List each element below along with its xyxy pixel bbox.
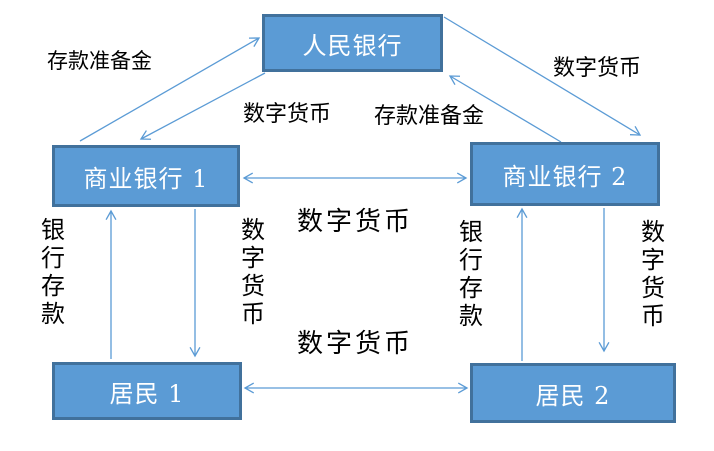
edge-label-digital-currency-mid: 数字货币 [297, 207, 414, 237]
arrow-cb2-to-pboc [448, 75, 562, 143]
node-commercial-bank-2: 商业银行 2 [470, 142, 660, 206]
edge-label-bank-deposit-vert-left: 银行存款 [41, 216, 65, 328]
node-commercial-bank-1-label: 商业银行 1 [83, 164, 209, 193]
node-resident-2-label: 居民 2 [535, 381, 611, 410]
edge-label-digital-currency-upper-left: 数字货币 [243, 102, 332, 127]
node-resident-2: 居民 2 [470, 363, 676, 423]
arrow-pboc-to-cb2 [443, 16, 642, 136]
edge-label-bank-deposit-vert-right: 银行存款 [459, 218, 483, 330]
edge-label-digital-currency-vert-left: 数字货币 [241, 216, 265, 328]
arrow-pboc-to-cb1 [139, 72, 266, 140]
node-commercial-bank-1: 商业银行 1 [52, 145, 240, 207]
arrow-cb1-to-pboc [79, 37, 261, 142]
node-people-bank-label: 人民银行 [302, 31, 403, 60]
node-resident-1: 居民 1 [52, 362, 242, 420]
node-commercial-bank-2-label: 商业银行 2 [502, 162, 628, 191]
node-people-bank: 人民银行 [262, 14, 443, 72]
edge-label-reserve-left: 存款准备金 [47, 49, 152, 73]
edge-label-reserve-center: 存款准备金 [374, 104, 485, 129]
edge-label-digital-currency-upper-right: 数字货币 [553, 56, 642, 81]
edge-label-digital-currency-vert-right: 数字货币 [641, 218, 665, 330]
node-resident-1-label: 居民 1 [109, 379, 185, 408]
edge-label-digital-currency-bottom: 数字货币 [297, 329, 414, 359]
